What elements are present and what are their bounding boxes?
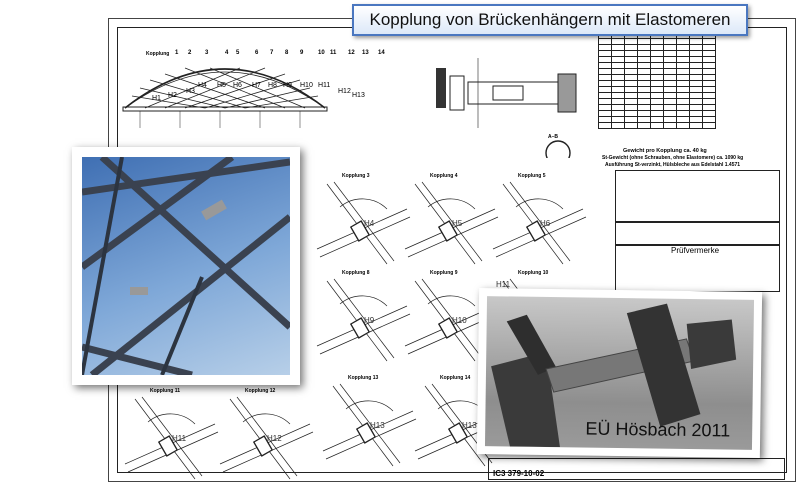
coupling-section-drawing bbox=[436, 58, 577, 158]
coupling-detail-label: Kopplung 10 bbox=[518, 270, 549, 276]
parts-cell bbox=[611, 122, 625, 129]
hanger-label: H11 bbox=[172, 434, 187, 443]
coupling-number: 2 bbox=[188, 50, 192, 56]
coupling-number: 12 bbox=[348, 50, 355, 56]
coupling-number: 4 bbox=[225, 50, 229, 56]
hanger-label: H3 bbox=[186, 88, 195, 95]
bridge-hangers-image bbox=[82, 157, 290, 375]
coupling-detail-label: Kopplung 3 bbox=[342, 173, 370, 179]
coupling-detail: Kopplung 5 H6 bbox=[488, 173, 588, 268]
hanger-label: H5 bbox=[452, 219, 463, 228]
coupling-detail: Kopplung 3 H4 bbox=[312, 173, 412, 268]
hanger-label: H13 bbox=[462, 421, 477, 430]
coupling-detail-drawing bbox=[322, 383, 417, 467]
coupling-render-image bbox=[491, 303, 737, 448]
elevation-heading: Kopplung bbox=[146, 51, 170, 57]
coupling-detail-label: Kopplung 11 bbox=[150, 388, 180, 394]
coupling-number: 5 bbox=[236, 50, 240, 56]
parts-table bbox=[598, 26, 716, 129]
title-block: IC3 379-10-02 bbox=[488, 458, 785, 480]
coupling-number: 3 bbox=[205, 50, 209, 56]
parts-cell bbox=[676, 122, 690, 129]
coupling-detail: Kopplung 13 H13 bbox=[318, 375, 418, 470]
hanger-label: H8 bbox=[268, 82, 277, 89]
approval-stamp-box bbox=[615, 170, 780, 222]
weight-note-1: Gewicht pro Kopplung ca. 40 kg bbox=[623, 148, 707, 154]
coupling-detail-label: Kopplung 12 bbox=[245, 388, 276, 394]
hanger-label: H13 bbox=[352, 92, 365, 99]
coupling-detail-drawing bbox=[316, 181, 411, 265]
coupling-detail: Kopplung 8 H9 bbox=[312, 270, 412, 365]
parts-cell bbox=[598, 122, 612, 129]
hanger-label: H2 bbox=[168, 92, 177, 99]
parts-cell bbox=[689, 122, 703, 129]
coupling-detail: Kopplung 12 H12 bbox=[215, 388, 315, 483]
parts-cell bbox=[650, 122, 664, 129]
hanger-label: H11 bbox=[496, 280, 511, 289]
coupling-detail-label: Kopplung 13 bbox=[348, 375, 379, 381]
pruefvermerke-box: Prüfvermerke bbox=[615, 244, 780, 292]
coupling-number: 13 bbox=[362, 50, 369, 56]
section-label: A–B bbox=[548, 134, 559, 140]
coupling-number: 11 bbox=[330, 50, 337, 56]
parts-cell bbox=[663, 122, 677, 129]
hanger-label: H13 bbox=[370, 421, 385, 430]
coupling-detail-drawing bbox=[219, 396, 314, 480]
coupling-number: 9 bbox=[300, 50, 304, 56]
hanger-label: H4 bbox=[364, 219, 375, 228]
hanger-label: H1 bbox=[152, 95, 161, 102]
coupling-detail-label: Kopplung 8 bbox=[342, 270, 370, 276]
coupling-detail-label: Kopplung 4 bbox=[430, 173, 458, 179]
coupling-detail-drawing bbox=[492, 181, 587, 265]
hanger-label: H7 bbox=[252, 82, 261, 89]
revision-table bbox=[615, 222, 780, 246]
hanger-label: H10 bbox=[300, 82, 313, 89]
drawing-number: IC3 379-10-02 bbox=[493, 469, 545, 478]
coupling-number: 14 bbox=[378, 50, 385, 56]
hanger-label: H5 bbox=[217, 82, 226, 89]
hanger-label: H4 bbox=[198, 82, 207, 89]
weight-note-2: St-Gewicht (ohne Schrauben, ohne Elastom… bbox=[602, 155, 744, 161]
coupling-detail: Kopplung 11 H11 bbox=[120, 388, 220, 483]
coupling-detail: Kopplung 4 H5 bbox=[400, 173, 500, 268]
coupling-detail: Kopplung 10 H11 bbox=[488, 270, 588, 365]
coupling-detail-label: Kopplung 5 bbox=[518, 173, 546, 179]
coupling-detail-label: Kopplung 14 bbox=[440, 375, 471, 381]
hanger-label: H11 bbox=[318, 82, 331, 89]
pruefvermerke-label: Prüfvermerke bbox=[671, 246, 720, 255]
hanger-label: H12 bbox=[338, 88, 351, 95]
coupling-3d-render: EÜ Hösbach 2011 bbox=[476, 288, 763, 458]
hanger-label: H6 bbox=[233, 82, 242, 89]
coupling-detail-drawing bbox=[124, 396, 219, 480]
weight-note-3: Ausführung St-verzinkt, Hülsbleche aus E… bbox=[605, 162, 741, 168]
title-text: Kopplung von Brückenhängern mit Elastome… bbox=[369, 10, 731, 29]
coupling-detail-label: Kopplung 9 bbox=[430, 270, 458, 276]
hanger-label: H12 bbox=[267, 434, 282, 443]
coupling-number: 1 bbox=[175, 50, 179, 56]
arch-elevation bbox=[122, 67, 328, 128]
coupling-detail: Kopplung 14 H13 bbox=[410, 375, 510, 470]
title-banner: Kopplung von Brückenhängern mit Elastome… bbox=[352, 4, 748, 36]
hanger-label: H10 bbox=[452, 316, 467, 325]
parts-cell bbox=[624, 122, 638, 129]
coupling-number: 6 bbox=[255, 50, 259, 56]
hanger-label: H9 bbox=[283, 82, 292, 89]
hanger-label: H6 bbox=[540, 219, 551, 228]
coupling-number: 7 bbox=[270, 50, 274, 56]
caption: EÜ Hösbach 2011 bbox=[585, 418, 731, 441]
coupling-detail: Kopplung 9 H10 bbox=[400, 270, 500, 365]
hanger-label: H9 bbox=[364, 316, 375, 325]
coupling-detail-drawing bbox=[404, 181, 499, 265]
coupling-number: 8 bbox=[285, 50, 289, 56]
bridge-photo bbox=[72, 147, 300, 385]
coupling-number: 10 bbox=[318, 50, 325, 56]
coupling-detail-drawing bbox=[316, 278, 411, 362]
parts-cell bbox=[702, 122, 716, 129]
parts-cell bbox=[637, 122, 651, 129]
